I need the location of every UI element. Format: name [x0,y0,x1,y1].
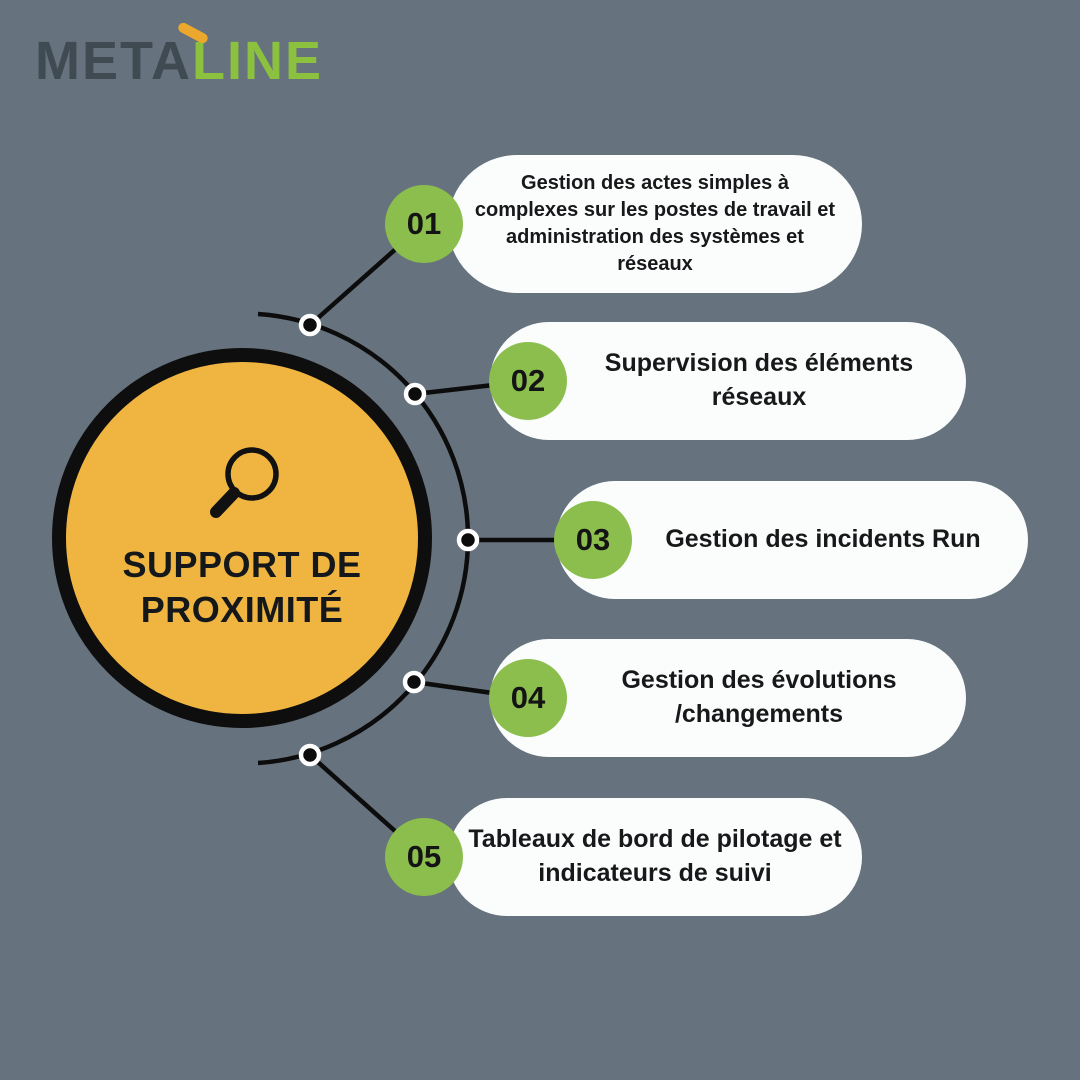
item-number-badge-5: 05 [385,818,463,896]
item-text-4: Gestion des évolutions /changements [621,666,897,728]
item-number-5: 05 [406,839,442,874]
item-pill-1: Gestion des actes simples à complexes su… [448,155,862,293]
logo-text-meta: META [35,31,192,91]
item-pill-3: Gestion des incidents Run [556,481,1028,599]
connector-dot [298,743,322,767]
hub-title: SUPPORT DE PROXIMITÉ [122,542,361,632]
item-number-badge-3: 03 [554,501,632,579]
item-text-5: Tableaux de bord de pilotage et indicate… [468,825,842,887]
item-text-1: Gestion des actes simples à complexes su… [474,172,836,275]
item-text-3: Gestion des incidents Run [665,525,981,554]
connector-dot [456,528,480,552]
connector-dot [298,313,322,337]
item-number-3: 03 [575,522,611,557]
hub-title-line1: SUPPORT DE [122,544,362,585]
magnifier-icon [210,447,279,518]
logo: METALINE [35,21,323,91]
central-circle: SUPPORT DE PROXIMITÉ [52,348,432,728]
item-number-badge-4: 04 [489,659,567,737]
hub-title-line2: PROXIMITÉ [140,589,344,630]
item-number-badge-1: 01 [385,185,463,263]
connector-dot [402,670,426,694]
item-number-2: 02 [510,363,546,398]
item-number-4: 04 [510,680,546,715]
logo-text-line: LINE [191,31,323,91]
item-number-badge-2: 02 [489,342,567,420]
item-pill-5: Tableaux de bord de pilotage et indicate… [448,798,862,916]
connector-dot [403,382,427,406]
item-pill-4: Gestion des évolutions /changements [490,639,966,757]
item-number-1: 01 [406,206,442,241]
item-pill-2: Supervision des éléments réseaux [490,322,966,440]
item-text-2: Supervision des éléments réseaux [604,349,914,411]
